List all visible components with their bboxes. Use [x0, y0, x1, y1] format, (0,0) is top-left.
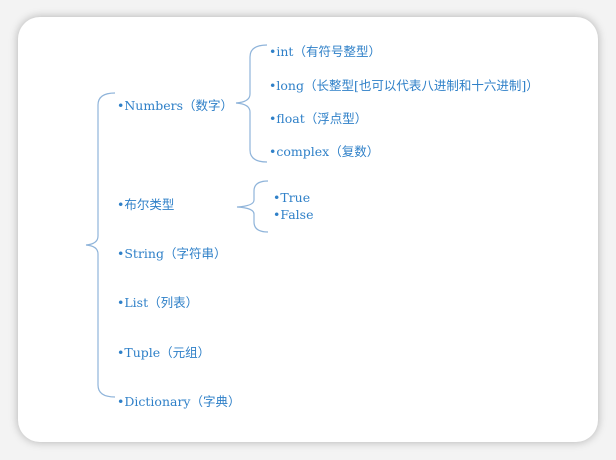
node-list: •List（列表） [117, 295, 199, 310]
node-long: •long（长整型[也可以代表八进制和十六进制]） [269, 78, 539, 93]
node-boolean: •布尔类型 [117, 197, 175, 212]
node-complex: •complex（复数） [269, 144, 380, 159]
node-numbers: •Numbers（数字） [117, 98, 234, 113]
boolean-bracket [236, 180, 269, 233]
node-true: •True [273, 190, 311, 205]
node-dictionary: •Dictionary（字典） [117, 394, 241, 409]
node-false: •False [273, 207, 314, 222]
numbers-bracket [235, 44, 268, 163]
node-string: •String（字符串） [117, 246, 227, 261]
main-bracket [85, 92, 116, 398]
node-tuple: •Tuple（元组） [117, 345, 211, 360]
node-int: •int（有符号整型） [269, 44, 381, 59]
diagram-card [18, 17, 598, 442]
node-float: •float（浮点型） [269, 111, 368, 126]
